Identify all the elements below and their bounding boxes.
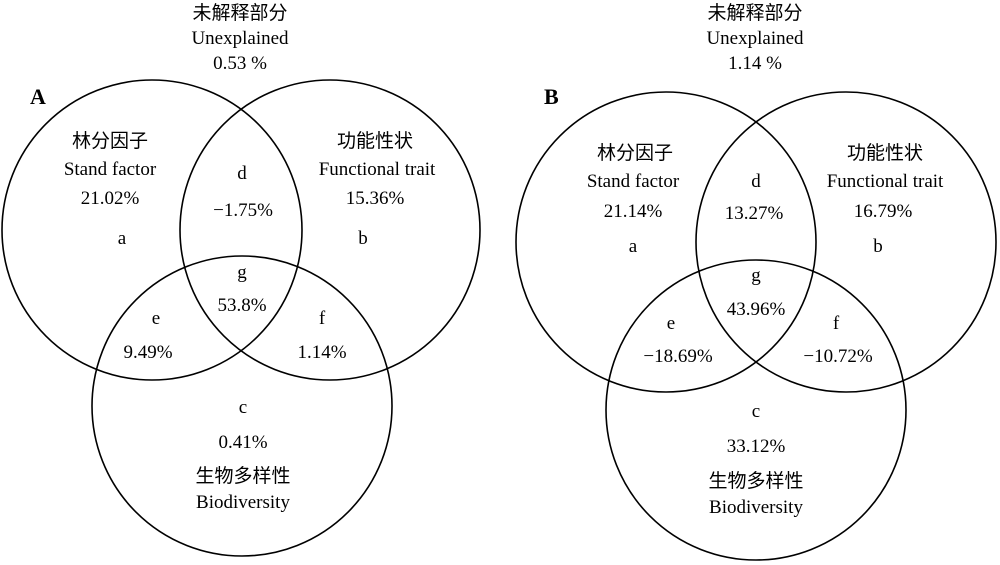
region-g-value: 43.96%	[726, 299, 786, 320]
unexplained-en: Unexplained	[706, 28, 804, 49]
circle-stand-factor	[1, 79, 303, 381]
unexplained-zh: 未解释部分	[707, 2, 803, 24]
region-g-letter: g	[751, 265, 761, 286]
biodiversity-en: Biodiversity	[196, 492, 290, 513]
functional-trait-en: Functional trait	[826, 171, 944, 192]
unexplained-value: 0.53 %	[213, 53, 267, 74]
stand-factor-en: Stand factor	[586, 171, 680, 192]
region-f-letter: f	[318, 308, 326, 329]
region-d-value: −1.75%	[213, 200, 273, 221]
biodiversity-zh: 生物多样性	[195, 465, 291, 487]
functional-trait-zh: 功能性状	[846, 142, 924, 164]
region-a-letter: a	[117, 228, 127, 249]
region-d-letter: d	[237, 163, 247, 184]
unexplained-value: 1.14 %	[728, 53, 782, 74]
region-f-value: 1.14%	[297, 342, 347, 363]
panel-label: A	[30, 84, 46, 109]
stand-factor-zh: 林分因子	[71, 130, 149, 152]
venn-panel-a: A 未解释部分 Unexplained 0.53 % 林分因子 Stand fa…	[1, 2, 481, 557]
circle-biodiversity	[605, 259, 907, 561]
region-e-value: −18.69%	[643, 346, 713, 367]
region-g-value: 53.8%	[217, 295, 267, 316]
region-c-letter: c	[751, 401, 761, 422]
functional-trait-value: 15.36%	[345, 188, 405, 209]
region-e-letter: e	[666, 313, 676, 334]
region-e-letter: e	[151, 308, 161, 329]
region-d-value: 13.27%	[724, 203, 784, 224]
region-b-letter: b	[873, 236, 883, 257]
circle-functional-trait	[695, 91, 997, 393]
region-e-value: 9.49%	[123, 342, 173, 363]
stand-factor-value: 21.02%	[80, 188, 140, 209]
unexplained-en: Unexplained	[191, 28, 289, 49]
region-g-letter: g	[237, 262, 247, 283]
stand-factor-en: Stand factor	[63, 159, 157, 180]
stand-factor-zh: 林分因子	[596, 142, 674, 164]
circle-functional-trait	[179, 79, 481, 381]
region-c-letter: c	[238, 397, 248, 418]
functional-trait-en: Functional trait	[318, 159, 436, 180]
venn-circles-b	[515, 91, 997, 561]
circle-stand-factor	[515, 91, 817, 393]
region-a-letter: a	[628, 236, 638, 257]
functional-trait-zh: 功能性状	[336, 130, 414, 152]
venn-circles-a	[1, 79, 481, 557]
functional-trait-value: 16.79%	[853, 201, 913, 222]
region-d-letter: d	[751, 171, 761, 192]
unexplained-zh: 未解释部分	[192, 2, 288, 24]
region-f-letter: f	[832, 313, 840, 334]
venn-panel-b: B 未解释部分 Unexplained 1.14 % 林分因子 Stand fa…	[500, 0, 1000, 565]
biodiversity-value: 33.12%	[726, 436, 786, 457]
circle-biodiversity	[91, 255, 393, 557]
region-f-value: −10.72%	[803, 346, 873, 367]
biodiversity-en: Biodiversity	[709, 497, 803, 518]
biodiversity-zh: 生物多样性	[708, 470, 804, 492]
region-b-letter: b	[358, 228, 368, 249]
biodiversity-value: 0.41%	[218, 432, 268, 453]
panel-label: B	[544, 84, 559, 109]
stand-factor-value: 21.14%	[603, 201, 663, 222]
